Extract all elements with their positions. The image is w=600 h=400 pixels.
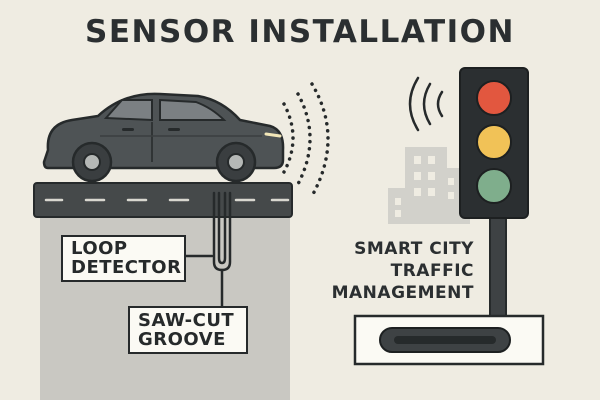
traffic-light-icon bbox=[459, 67, 529, 319]
car-wheel-rear bbox=[71, 141, 113, 183]
green-light bbox=[476, 168, 512, 204]
saw-cut-groove-label: SAW-CUT GROOVE bbox=[128, 306, 248, 354]
smart-city-caption: SMART CITY TRAFFIC MANAGEMENT bbox=[332, 238, 474, 304]
smart-city-caption-line-3: MANAGEMENT bbox=[331, 283, 474, 303]
road-sensor-panel bbox=[353, 314, 545, 366]
wireless-signal-icon bbox=[282, 82, 330, 198]
city-buildings-icon bbox=[388, 147, 470, 224]
road-surface bbox=[33, 182, 293, 218]
road-sensor-icon bbox=[379, 327, 511, 353]
red-light bbox=[476, 80, 512, 116]
page-title: SENSOR INSTALLATION bbox=[85, 14, 515, 50]
loop-wire bbox=[184, 191, 232, 310]
traffic-light-signal-icon bbox=[408, 76, 444, 132]
smart-city-caption-line-1: SMART CITY bbox=[354, 239, 474, 259]
smart-city-caption-line-2: TRAFFIC bbox=[390, 261, 474, 281]
loop-detector-label-line-2: DETECTOR bbox=[71, 256, 182, 278]
saw-cut-groove-label-line-2: GROOVE bbox=[138, 328, 226, 350]
saw-cut-groove-label-line-1: SAW-CUT bbox=[138, 310, 235, 331]
road bbox=[33, 182, 293, 218]
car-wheel-front bbox=[215, 141, 257, 183]
yellow-light bbox=[476, 124, 512, 160]
loop-detector-label: LOOP DETECTOR bbox=[61, 235, 186, 282]
loop-detector-label-line-1: LOOP bbox=[71, 238, 128, 259]
car-icon bbox=[42, 92, 285, 183]
